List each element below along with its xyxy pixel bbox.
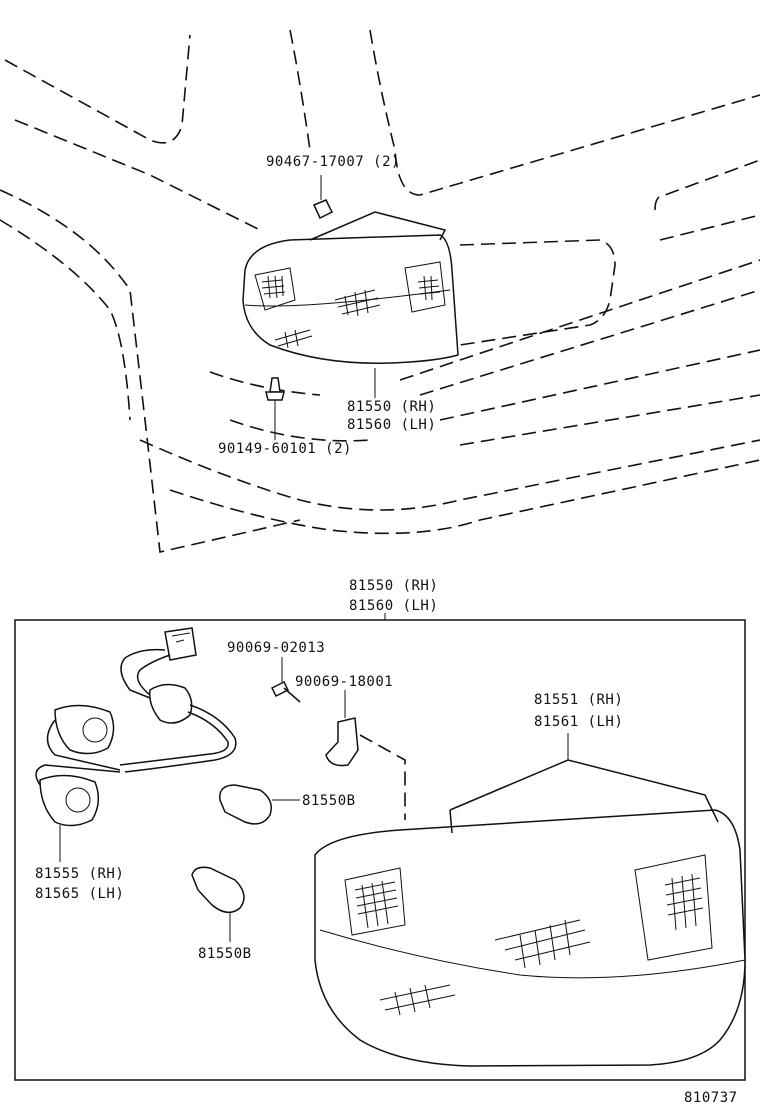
socket-wire-harness	[35, 627, 237, 862]
assembly-lh-part-number: 81560 (LH)	[349, 598, 439, 614]
screw-a-part-number: 90069-02013	[227, 640, 326, 656]
lens-rh-part-number: 81551 (RH)	[534, 692, 624, 708]
clip-part-number: 90467-17007 (2)	[266, 154, 400, 170]
vehicle-body-outline	[0, 29, 760, 553]
lamp-lh-part-number: 81560 (LH)	[347, 417, 437, 433]
rear-combination-lamp-top	[242, 175, 459, 440]
assembly-rh-part-number: 81550 (RH)	[349, 578, 439, 594]
bulbs	[191, 784, 300, 942]
bulb-a-part-number: 81550B	[302, 793, 356, 809]
lens-lh-part-number: 81561 (LH)	[534, 714, 624, 730]
screw-part-number-top: 90149-60101 (2)	[218, 441, 352, 457]
exploded-view-frame	[14, 619, 746, 1081]
lamp-lens-assembly	[314, 733, 746, 1067]
socket-lh-part-number: 81565 (LH)	[35, 886, 125, 902]
screw-and-bracket	[270, 657, 406, 820]
screw-b-part-number: 90069-18001	[295, 674, 394, 690]
bulb-b-part-number: 81550B	[198, 946, 252, 962]
lamp-rh-part-number: 81550 (RH)	[347, 399, 437, 415]
socket-rh-part-number: 81555 (RH)	[35, 866, 125, 882]
illustration-number: 810737	[684, 1090, 738, 1106]
